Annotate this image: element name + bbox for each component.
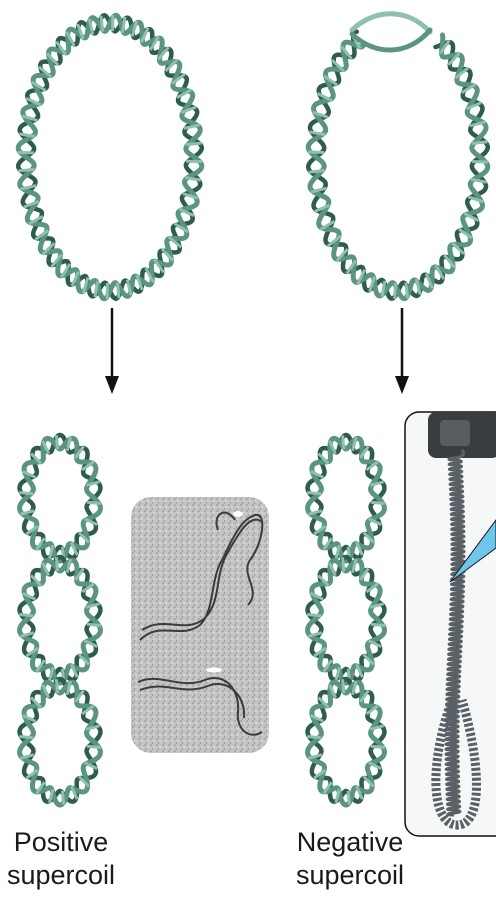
dna-base-pair: [107, 283, 108, 299]
dna-base-pair: [87, 624, 101, 625]
dna-base-pair: [307, 737, 321, 738]
dna-base-pair: [472, 142, 488, 144]
dna-base-pair: [56, 557, 57, 571]
dna-base-pair: [19, 737, 33, 738]
positive-supercoil-icon: [19, 435, 101, 805]
dna-base-pair: [62, 791, 63, 805]
dna-strand: [18, 15, 202, 298]
dna-base-pair: [18, 169, 34, 171]
dna-base-pair: [307, 615, 321, 616]
dna-base-pair: [348, 791, 349, 805]
dna-base-pair: [117, 282, 119, 298]
positive-supercoil-label: Positive supercoil: [0, 826, 122, 892]
dna-base-pair: [371, 502, 385, 503]
negative-supercoil-icon: [307, 435, 385, 805]
dna-base-pair: [56, 679, 57, 693]
dna-base-pair: [308, 152, 324, 153]
dna-base-pair: [309, 171, 325, 173]
dna-base-pair: [343, 435, 344, 449]
left-arrow: [105, 308, 119, 394]
dna-base-pair: [101, 16, 103, 32]
negative-supercoil-label: Negative supercoil: [286, 826, 414, 892]
negative-label-line2: supercoil: [286, 859, 414, 892]
dna-base-pair: [472, 162, 488, 163]
unwound-strand: [352, 14, 430, 32]
positive-label-line1: Positive: [0, 826, 122, 859]
positive-label-line2: supercoil: [0, 859, 122, 892]
dna-base-pair: [371, 624, 385, 625]
dna-base-pair: [87, 502, 101, 503]
dna-base-pair: [406, 282, 408, 298]
dna-base-pair: [186, 143, 202, 145]
telephone-cord-photo: [405, 412, 496, 836]
right-arrow: [395, 308, 409, 394]
dna-base-pair: [371, 746, 385, 747]
dna-base-pair: [307, 493, 321, 494]
dna-base-pair: [19, 493, 33, 494]
dna-base-pair: [56, 435, 57, 449]
dna-base-pair: [87, 746, 101, 747]
dna-base-pair: [395, 283, 396, 299]
relaxed-circular-dna-icon: [18, 15, 202, 299]
electron-micrograph-image: [131, 497, 269, 753]
dna-base-pair: [19, 615, 33, 616]
dna-base-pair: [113, 15, 114, 31]
dna-base-pair: [186, 161, 202, 162]
dna-strand: [18, 15, 202, 298]
dna-base-pair: [343, 557, 344, 571]
unwound-circular-dna-icon: [308, 32, 488, 299]
negative-label-line1: Negative: [286, 826, 414, 859]
dna-base-pair: [343, 679, 344, 693]
dna-base-pair: [18, 152, 34, 153]
